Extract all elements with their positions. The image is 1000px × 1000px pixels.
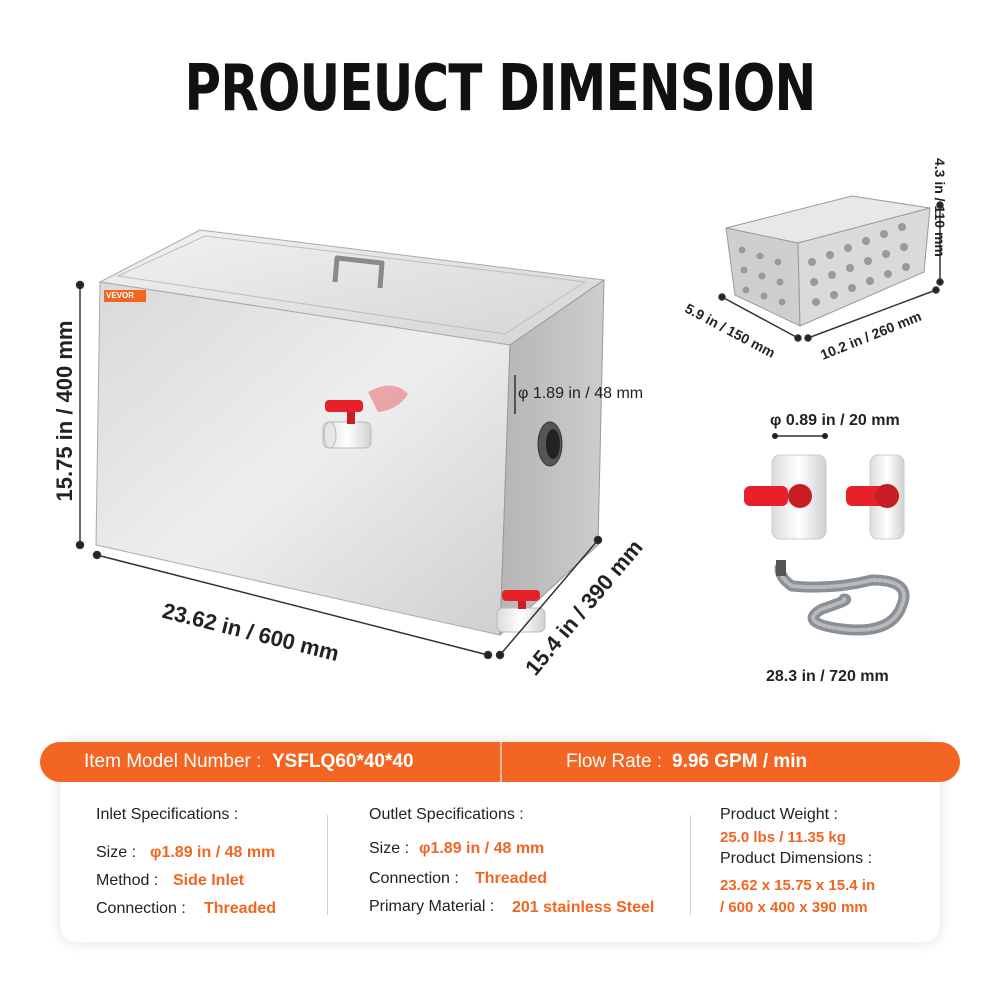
product-weight-value: 25.0 lbs / 11.35 kg <box>720 829 846 846</box>
column-divider <box>690 815 691 915</box>
inlet-method-value: Side Inlet <box>173 872 245 889</box>
model-number-value: YSFLQ60*40*40 <box>272 751 414 772</box>
filter-basket <box>725 195 931 327</box>
outlet-material-label: Primary Material : <box>369 898 495 915</box>
tank-dimension-lines <box>75 280 603 660</box>
product-dimensions-value-line1: 23.62 x 15.75 x 15.4 in <box>720 877 876 894</box>
inlet-connection-value: Threaded <box>204 900 277 917</box>
outlet-diameter-label: φ 1.89 in / 48 mm <box>518 385 644 402</box>
page-title: PROUEUCT DIMENSION <box>184 52 817 126</box>
flow-rate-label: Flow Rate : <box>566 751 663 772</box>
hose-length-label: 28.3 in / 720 mm <box>766 668 889 685</box>
drain-hose <box>774 560 910 636</box>
flow-rate-value: 9.96 GPM / min <box>672 751 808 772</box>
brand-logo: VEVOR <box>106 291 135 300</box>
column-divider <box>327 815 328 915</box>
outlet-connection-value: Threaded <box>475 870 548 887</box>
model-number-label: Item Model Number : <box>84 751 262 772</box>
brand-logo-badge <box>104 290 146 302</box>
inlet-size-label: Size : <box>96 844 137 861</box>
outlet-port <box>537 421 563 467</box>
outlet-spec-heading: Outlet Specifications : <box>369 806 524 823</box>
specs-bar-divider <box>500 742 502 782</box>
product-dimensions-label: Product Dimensions : <box>720 850 873 867</box>
outlet-material-value: 201 stainless Steel <box>512 899 655 916</box>
inlet-connection-label: Connection : <box>96 900 186 917</box>
outlet-size-label: Size : <box>369 840 410 857</box>
inlet-valve <box>322 385 408 449</box>
product-weight-label: Product Weight : <box>720 806 838 823</box>
outlet-connection-label: Connection : <box>369 870 459 887</box>
inlet-method-label: Method : <box>96 872 159 889</box>
product-dimensions-value-line2: / 600 x 400 x 390 mm <box>720 899 868 916</box>
basket-dimension-lines <box>718 201 944 342</box>
ball-valves <box>744 433 905 540</box>
inlet-spec-heading: Inlet Specifications : <box>96 806 239 823</box>
inlet-size-value: φ1.89 in / 48 mm <box>150 844 276 861</box>
grease-trap-tank <box>95 229 606 637</box>
valve-diameter-label: φ 0.89 in / 20 mm <box>770 412 900 429</box>
tank-height-label: 15.75 in / 400 mm <box>52 320 77 502</box>
basket-height-label: 4.3 in / 110 mm <box>932 158 948 257</box>
outlet-size-value: φ1.89 in / 48 mm <box>419 840 545 857</box>
drain-valve <box>496 590 546 633</box>
